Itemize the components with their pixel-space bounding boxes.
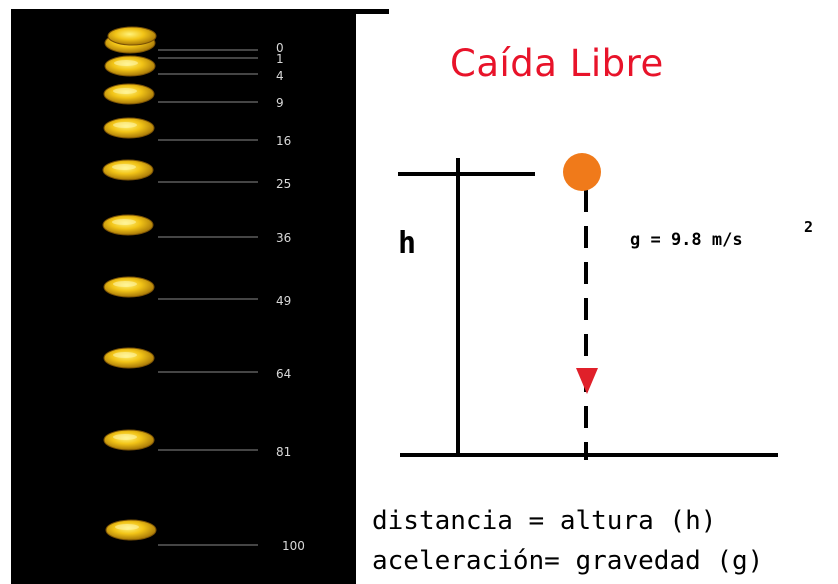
direction-arrow-icon bbox=[576, 368, 598, 394]
page-title: Caída Libre bbox=[450, 42, 664, 85]
height-label: h bbox=[398, 226, 417, 261]
coin-highlight bbox=[113, 281, 137, 287]
tick-label: 49 bbox=[276, 294, 292, 308]
tick-label: 25 bbox=[276, 177, 292, 191]
coin-highlight bbox=[112, 219, 136, 225]
tick-label: 81 bbox=[276, 445, 292, 459]
strip-top-border bbox=[11, 9, 389, 14]
coin-highlight bbox=[115, 524, 139, 530]
equation-distance: distancia = altura (h) bbox=[372, 506, 717, 536]
coin-highlight bbox=[114, 60, 138, 66]
gravity-exponent: 2 bbox=[804, 218, 814, 236]
tick-label: 100 bbox=[282, 539, 305, 553]
coin-highlight bbox=[113, 88, 137, 94]
coin-highlight bbox=[113, 352, 137, 358]
equation-acceleration: aceleración= gravedad (g) bbox=[372, 546, 764, 576]
coin bbox=[107, 26, 157, 46]
tick-label: 1 bbox=[276, 52, 284, 66]
gravity-label: g = 9.8 m/s bbox=[630, 230, 743, 250]
tick-label: 9 bbox=[276, 96, 284, 110]
tick-label: 0 bbox=[276, 41, 284, 55]
tick-label: 16 bbox=[276, 134, 292, 148]
falling-ball bbox=[563, 153, 601, 191]
coin-highlight bbox=[113, 434, 137, 440]
tick-label: 4 bbox=[276, 69, 284, 83]
tick-label: 36 bbox=[276, 231, 292, 245]
coin-highlight bbox=[112, 164, 136, 170]
coin-highlight bbox=[113, 122, 137, 128]
tick-label: 64 bbox=[276, 367, 292, 381]
